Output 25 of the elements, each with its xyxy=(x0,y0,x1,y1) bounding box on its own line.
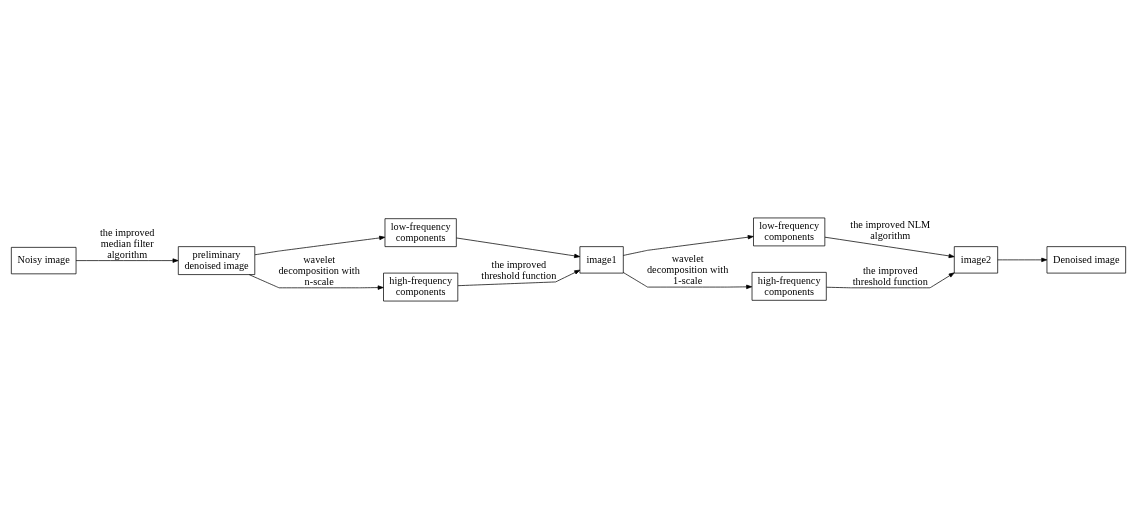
arrow xyxy=(997,257,1048,263)
node-box: high-frequency components xyxy=(383,272,459,302)
edge-label: wavelet decomposition with 1-scale xyxy=(646,253,729,287)
node-box: image2 xyxy=(953,246,999,274)
node-box: high-frequency components xyxy=(751,272,827,301)
edge-label: wavelet decomposition with n-scale xyxy=(278,253,360,288)
arrow xyxy=(824,236,955,259)
arrow xyxy=(623,272,753,290)
edge-label: the improved NLM algorithm xyxy=(850,219,931,242)
node-box: preliminary denoised image xyxy=(177,246,256,275)
node-box: Denoised image xyxy=(1046,246,1127,274)
edge-label: the improved threshold function xyxy=(481,259,557,282)
arrow xyxy=(456,237,581,259)
node-box: image1 xyxy=(579,246,624,274)
edge-label: the improved median filter algorithm xyxy=(99,226,155,260)
arrow xyxy=(457,269,581,287)
node-box: low-frequency components xyxy=(753,217,826,247)
arrow xyxy=(248,274,384,290)
edge-label: the improved threshold function xyxy=(852,264,928,288)
node-box: low-frequency components xyxy=(384,218,457,247)
arrow xyxy=(623,235,754,256)
arrow xyxy=(75,258,179,263)
node-box: Noisy image xyxy=(10,247,77,275)
arrow xyxy=(254,235,386,256)
arrow xyxy=(826,272,955,289)
